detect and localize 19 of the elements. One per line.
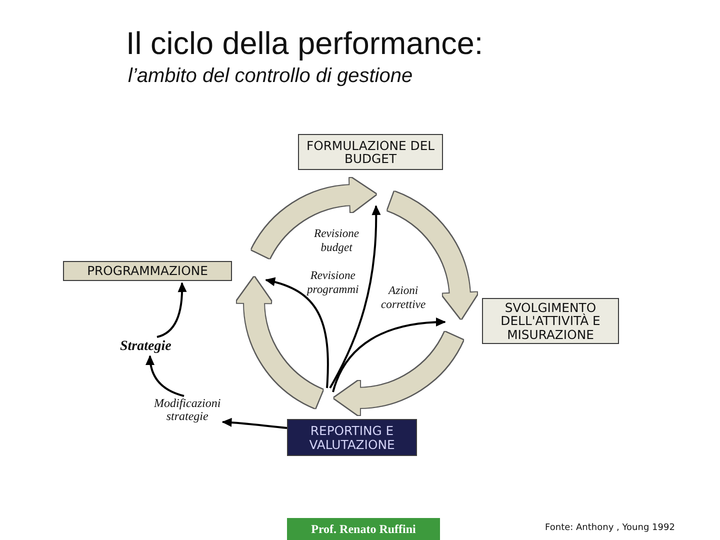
process-box: REPORTING E VALUTAZIONE (287, 419, 417, 456)
process-box: PROGRAMMAZIONE (63, 261, 232, 281)
arrow (332, 318, 446, 392)
node-text: Modificazioni strategie (154, 397, 221, 423)
edge-label: Revisione programmi (307, 269, 359, 296)
source-note: Fonte: Anthony , Young 1992 (545, 522, 675, 534)
arrow (146, 355, 184, 397)
arrow (222, 418, 288, 429)
edge-label: Azioni correttive (381, 284, 426, 311)
arrow (265, 278, 329, 388)
author-banner: Prof. Renato Ruffini (287, 518, 440, 540)
arrow (329, 205, 381, 388)
arrow (156, 282, 187, 338)
node-text: Strategie (120, 339, 172, 355)
title: Il ciclo della performance: (126, 24, 484, 62)
process-box: SVOLGIMENTO DELL'ATTIVITÀ E MISURAZIONE (482, 298, 619, 344)
process-box: FORMULAZIONE DEL BUDGET (298, 134, 443, 170)
subtitle: l’ambito del controllo di gestione (128, 64, 413, 88)
edge-label: Revisione budget (314, 227, 360, 254)
